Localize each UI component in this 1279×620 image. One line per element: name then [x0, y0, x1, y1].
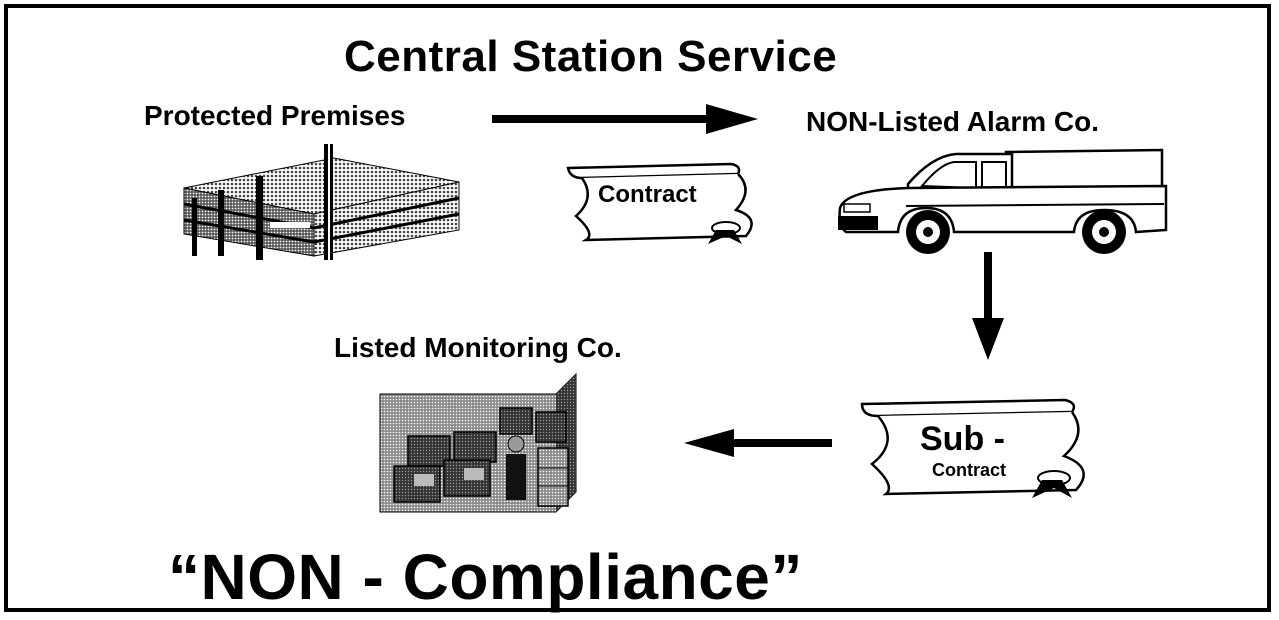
contract-label: Contract	[598, 181, 697, 208]
diagram-title: Central Station Service	[344, 32, 838, 81]
sub-contract-scroll-icon: Sub - Contract	[860, 398, 1085, 498]
label-protected-premises: Protected Premises	[144, 100, 406, 131]
arrow-left	[684, 429, 832, 457]
label-non-listed-alarm-co: NON-Listed Alarm Co.	[806, 106, 1099, 137]
sub-contract-label-line2: Contract	[932, 460, 1006, 480]
office-building-icon	[183, 144, 460, 260]
sub-contract-label-line1: Sub -	[920, 420, 1005, 458]
diagram-frame: Central Station Service Protected Premis…	[4, 4, 1271, 613]
arrow-right	[492, 104, 758, 134]
pickup-truck-icon	[838, 148, 1168, 254]
monitoring-room-icon	[379, 372, 577, 513]
contract-scroll-icon: Contract	[566, 162, 753, 244]
arrow-down	[972, 252, 1004, 360]
label-listed-monitoring-co: Listed Monitoring Co.	[334, 332, 622, 363]
non-compliance-heading: “NON - Compliance”	[168, 541, 803, 613]
